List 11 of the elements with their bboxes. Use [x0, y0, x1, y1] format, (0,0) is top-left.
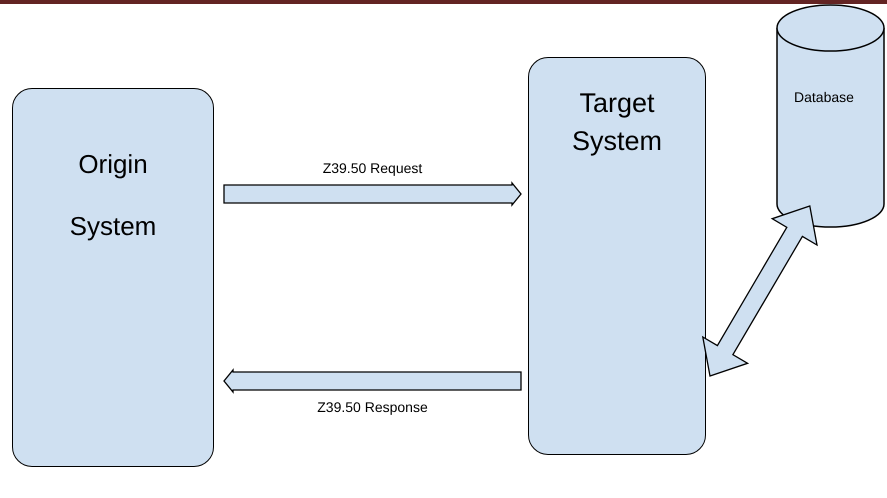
system-box: [528, 57, 706, 455]
system-label: Target System: [570, 87, 664, 158]
database-cylinder: [776, 4, 885, 228]
edge-label: Z39.50 Request: [322, 160, 422, 176]
system-label: Origin System: [68, 148, 158, 243]
system-box: [12, 88, 214, 467]
block-arrow: [223, 181, 522, 207]
edge-label: Z39.50 Response: [317, 399, 428, 415]
block-arrow: [223, 368, 522, 394]
block-arrow: [702, 205, 818, 377]
database-label: Database: [794, 88, 855, 107]
